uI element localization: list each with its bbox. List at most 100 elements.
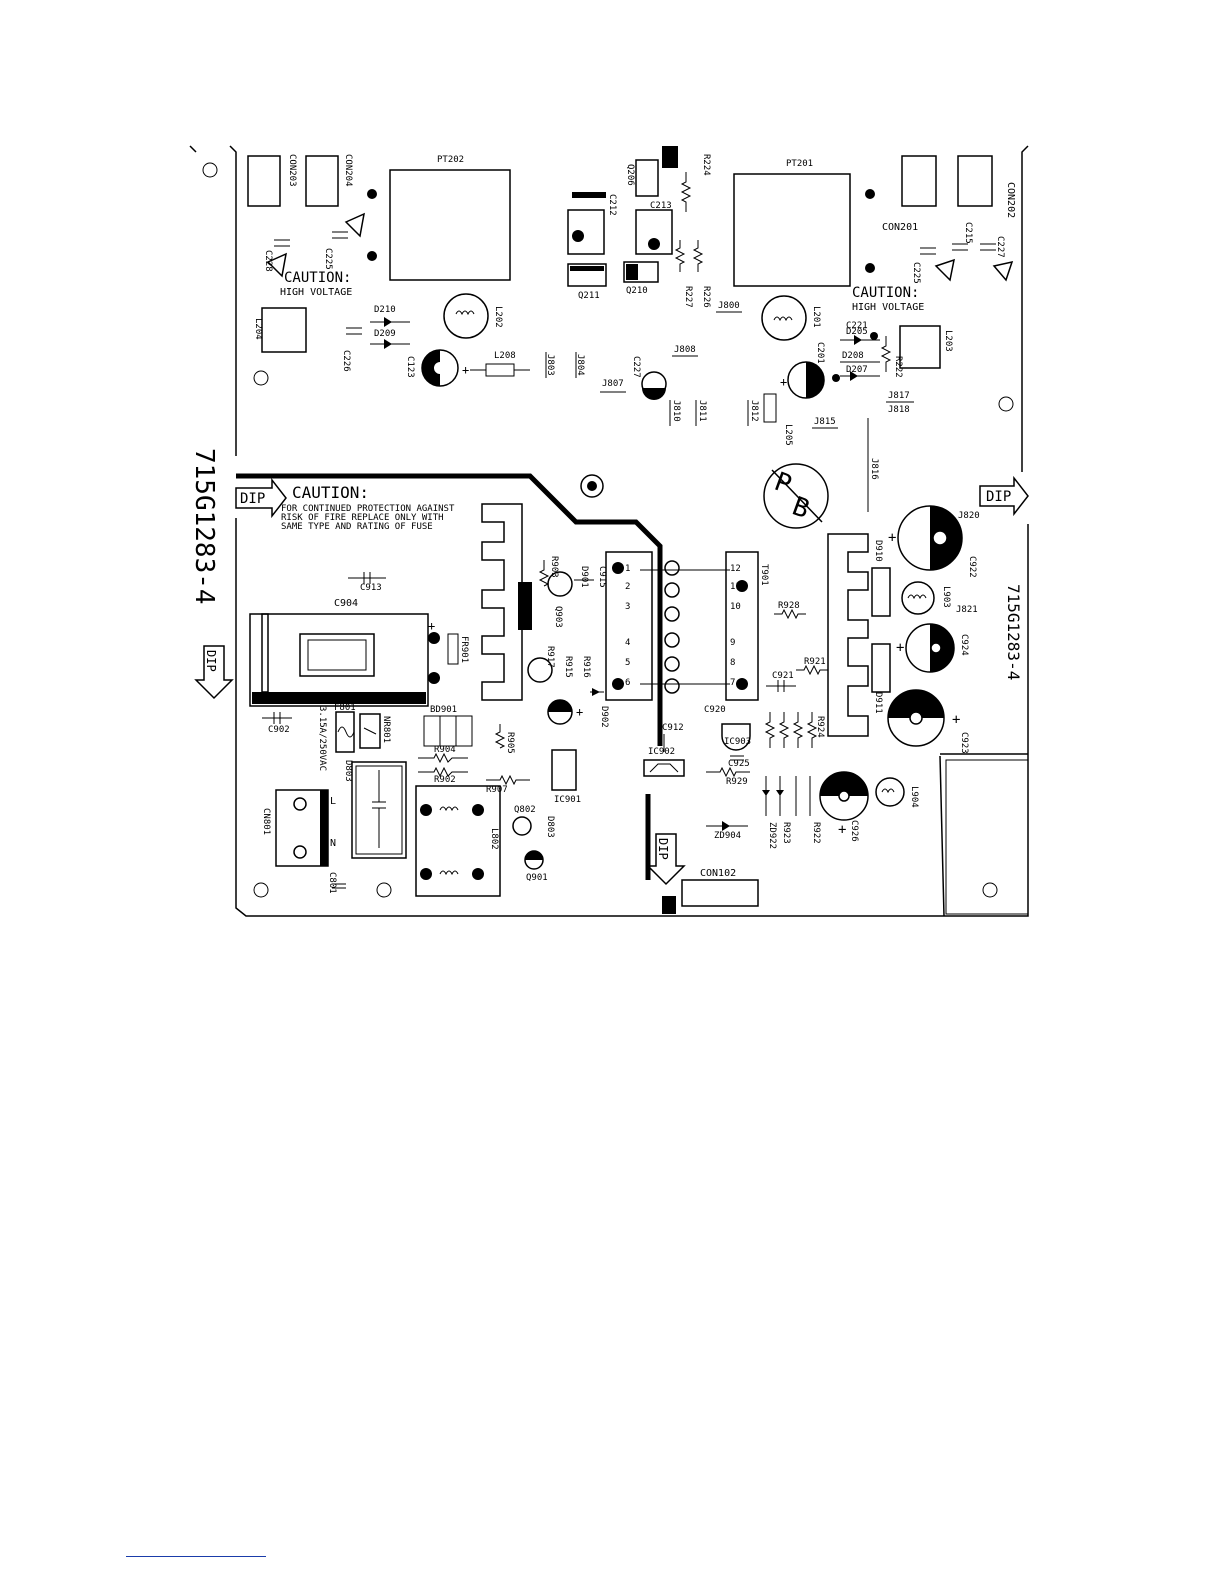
cap-c924: + C924 [896,623,969,673]
svg-text:R907: R907 [486,785,508,795]
svg-text:J804: J804 [575,354,585,376]
connector-cn801: CN801 L N [261,789,336,867]
dip-arrow-down-bottom: DIP [646,833,686,886]
svg-text:D803: D803 [545,816,555,838]
svg-text:J800: J800 [718,301,740,311]
caution-high-voltage-left: CAUTION: HIGH VOLTAGE [280,270,352,298]
ic-q209: C212 [567,192,617,255]
resistor-fr901: FR901 [447,633,469,665]
svg-text:J803: J803 [545,354,555,376]
svg-text:DIP: DIP [656,838,670,860]
svg-text:PT201: PT201 [786,159,813,169]
svg-text:L904: L904 [909,786,919,808]
resistors-top: R224 R227 R226 [674,154,711,308]
svg-text:SAME TYPE AND RATING OF FUSE: SAME TYPE AND RATING OF FUSE [281,522,433,532]
svg-text:J820: J820 [958,511,980,521]
heatsink-right: D910 D911 [827,533,891,737]
mosfet-q211: Q211 [567,263,607,301]
svg-text:D210: D210 [374,305,396,315]
svg-text:FOR CONTINUED PROTECTION AGAIN: FOR CONTINUED PROTECTION AGAINST [281,504,455,514]
svg-text:DIP: DIP [240,491,265,507]
jumpers: J800 J808 J803 J804 J807 J810 J811 J812 … [545,301,980,615]
dip-arrow-right: DIP [979,475,1029,517]
svg-text:J816: J816 [869,458,879,480]
svg-text:L802: L802 [489,828,499,850]
resistor-r222: R222 [880,336,903,378]
svg-text:C920: C920 [704,705,726,715]
svg-text:D902: D902 [599,706,609,728]
svg-text:C913: C913 [360,583,382,593]
transformer-t901-pins-middle [640,560,730,694]
resistor-r928: R928 [774,601,806,620]
transistor-q901-area: R917 R915 R916 [527,646,604,696]
cap-c923: + C923 [887,689,969,754]
inductor-l904: L904 [875,777,919,808]
svg-text:J811: J811 [697,400,707,422]
svg-text:10: 10 [730,602,741,612]
svg-text:L203: L203 [943,330,953,352]
cap-c226: C226 [341,327,362,372]
diodes-right-top: D205 D208 D207 C221 [832,321,880,382]
svg-text:D205: D205 [846,327,868,337]
diode-d209: D209 [370,329,410,349]
svg-text:D911: D911 [873,692,883,714]
svg-text:Q802: Q802 [514,805,536,815]
heatsink-left [481,503,532,701]
svg-text:DIP: DIP [204,650,218,672]
dip-arrow-left: DIP [235,477,287,519]
svg-text:3: 3 [625,602,630,612]
svg-text:C225: C225 [911,262,921,284]
svg-text:L204: L204 [253,318,263,340]
svg-text:C902: C902 [268,725,290,735]
cap-c201: + C201 [780,342,825,399]
svg-text:J817: J817 [888,391,910,401]
diode-d210: D210 [370,305,410,327]
caution-fuse-warning: CAUTION: FOR CONTINUED PROTECTION AGAINS… [281,483,455,532]
svg-text:D910: D910 [873,540,883,562]
svg-text:T901: T901 [759,564,769,586]
svg-text:CAUTION:: CAUTION: [284,270,351,286]
part-number-right: 715G1283-4 [1004,584,1023,680]
svg-text:5: 5 [625,658,630,668]
svg-text:L201: L201 [811,306,821,328]
svg-text:11: 11 [730,582,741,592]
svg-text:HIGH VOLTAGE: HIGH VOLTAGE [852,302,924,313]
inductor-l903: L903 [901,581,951,615]
svg-text:J810: J810 [671,400,681,422]
svg-text:+: + [462,363,469,377]
svg-text:ZD922: ZD922 [767,822,777,849]
inductor-l202: L202 [443,293,503,339]
svg-text:C226: C226 [341,350,351,372]
svg-text:C227: C227 [631,356,641,378]
svg-text:R928: R928 [778,601,800,611]
mounting-holes [202,162,1014,898]
inductor-l802: L802 [415,785,501,897]
svg-text:2: 2 [625,582,630,592]
hv-warning-triangles [266,212,1014,282]
thermistor-nr801: NR801 [359,713,391,749]
svg-text:C221: C221 [846,321,868,331]
cap-c228: C228 [263,239,290,272]
ic-ic903: IC903 C920 C925 [704,705,751,769]
ic-c213: C213 [635,201,673,255]
svg-text:PT202: PT202 [437,155,464,165]
inductor-l203: L203 [899,325,953,369]
svg-text:NR801: NR801 [381,716,391,743]
svg-text:7: 7 [730,678,735,688]
cap-c908: + D902 [547,699,609,728]
svg-text:L208: L208 [494,351,516,361]
svg-text:J808: J808 [674,345,696,355]
cap-c926: + C926 [819,771,869,842]
ic-ic902: IC902 C912 [643,723,685,777]
caution-high-voltage-right: CAUTION: HIGH VOLTAGE [852,285,924,313]
svg-text:+: + [576,705,583,719]
svg-text:C228: C228 [263,250,273,272]
transistor-q903: R903 Q903 D901 C915 [538,556,607,628]
svg-text:CON201: CON201 [882,222,918,233]
svg-text:6: 6 [625,678,630,688]
svg-text:J815: J815 [814,417,836,427]
cap-c227: C227 [631,356,667,400]
svg-text:4: 4 [625,638,630,648]
pb-mark: P B [763,463,829,529]
